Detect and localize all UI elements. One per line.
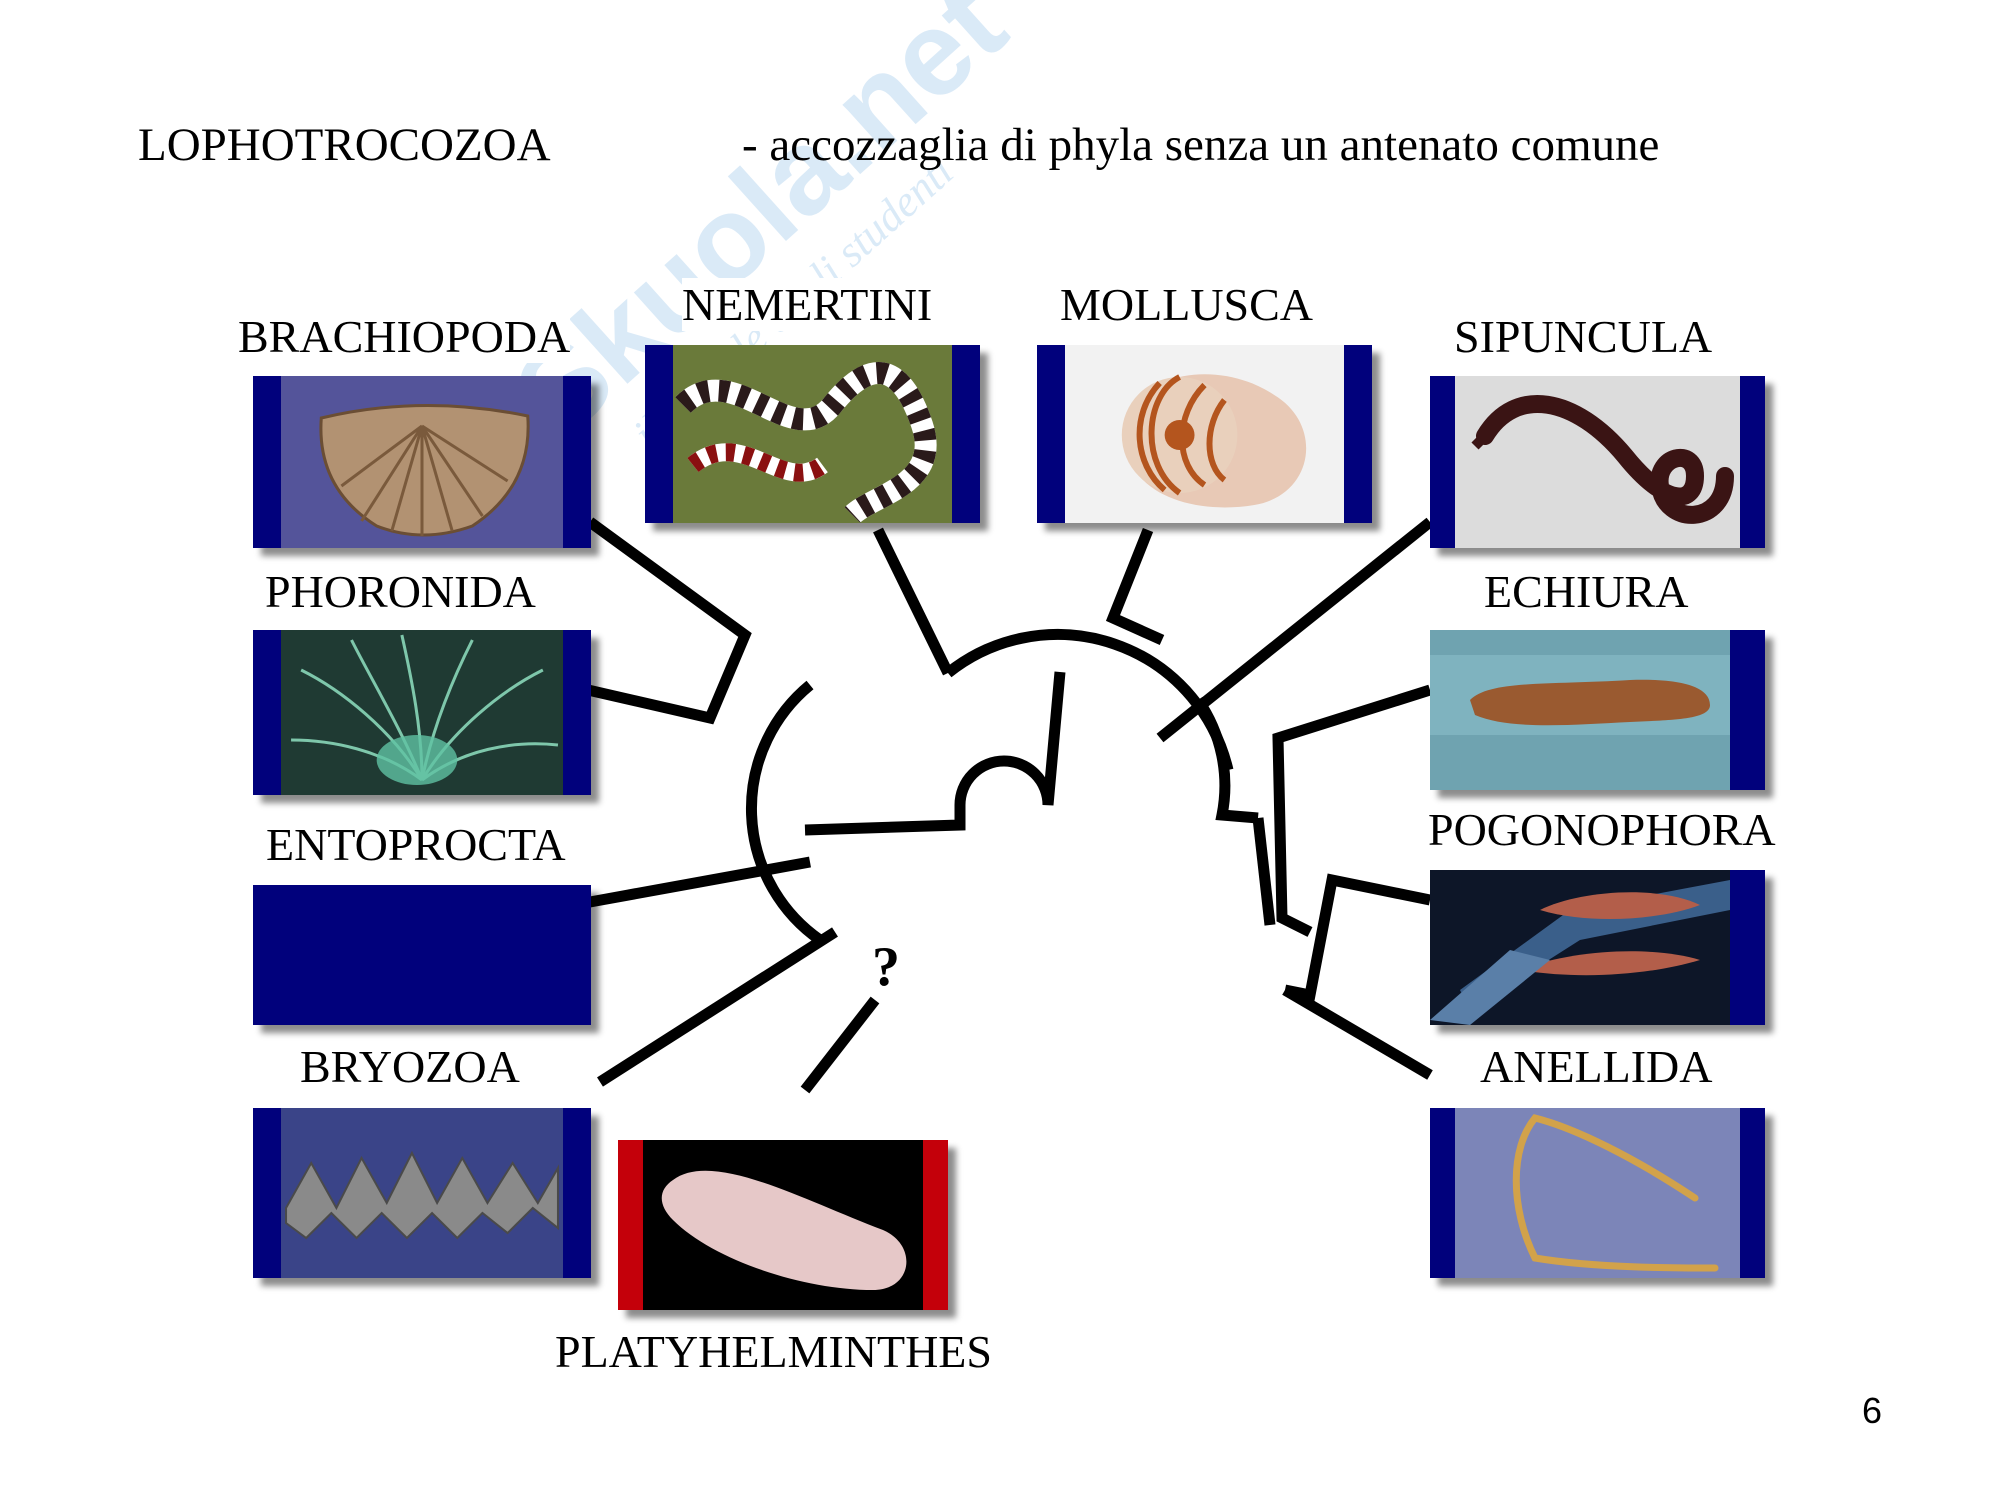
entoprocta-image xyxy=(253,885,591,1025)
nautilus-shell-icon xyxy=(1065,345,1344,523)
branch-right-node xyxy=(1193,696,1259,824)
echiura-image xyxy=(1430,630,1765,790)
branch-inner-arc xyxy=(954,671,1066,806)
page-subtitle: - accozzaglia di phyla senza un antenato… xyxy=(742,119,1660,171)
ribbon-worm-icon xyxy=(673,345,952,523)
label-entoprocta: ENTOPROCTA xyxy=(266,818,566,871)
brachiopod-shell-icon xyxy=(281,376,563,548)
label-phoronida: PHORONIDA xyxy=(265,565,536,618)
phoronid-tentacles-icon xyxy=(281,630,563,795)
label-bryozoa: BRYOZOA xyxy=(300,1040,520,1093)
branch-nemertini xyxy=(873,527,953,676)
nemertini-image xyxy=(645,345,980,523)
platyhelminthes-image xyxy=(618,1140,948,1310)
label-brachiopoda: BRACHIOPODA xyxy=(238,310,571,363)
bryozoan-colony-icon xyxy=(281,1108,563,1278)
spoon-worm-icon xyxy=(1430,630,1730,790)
branch-inner-left xyxy=(804,805,966,836)
branch-echiura xyxy=(1272,684,1432,937)
page-number: 6 xyxy=(1862,1390,1883,1431)
brachiopoda-image xyxy=(253,376,591,548)
label-sipuncula: SIPUNCULA xyxy=(1454,310,1713,363)
label-mollusca: MOLLUSCA xyxy=(1060,278,1314,331)
anellida-image xyxy=(1430,1108,1765,1278)
phoronida-image xyxy=(253,630,591,795)
branch-crown xyxy=(944,628,1234,772)
label-nemertini: NEMERTINI xyxy=(682,278,933,331)
tube-worm-icon xyxy=(1430,870,1730,1025)
page-title: LOPHOTROCOZOA xyxy=(138,119,551,171)
branch-mollusca xyxy=(1105,527,1165,646)
branch-entoprocta xyxy=(589,856,811,908)
branch-bryozoa xyxy=(597,927,838,1087)
label-pogonophora: POGONOPHORA xyxy=(1428,803,1776,856)
branch-pogonophora xyxy=(1283,873,1432,1002)
label-echiura: ECHIURA xyxy=(1484,565,1689,618)
branch-right-lower xyxy=(1252,817,1276,926)
branch-platyhelminthes xyxy=(800,996,880,1094)
mollusca-image xyxy=(1037,345,1372,523)
branch-left-node xyxy=(745,680,824,945)
branch-anellida xyxy=(1282,985,1433,1080)
label-anellida: ANELLIDA xyxy=(1480,1040,1713,1093)
sipuncula-image xyxy=(1430,376,1765,548)
peanut-worm-icon xyxy=(1455,376,1740,548)
branch-brachiopoda xyxy=(586,517,752,725)
pogonophora-image xyxy=(1430,870,1765,1025)
bryozoa-image xyxy=(253,1108,591,1278)
flatworm-icon xyxy=(643,1140,923,1310)
label-platyhelminthes: PLATYHELMINTHES xyxy=(555,1325,992,1378)
annelid-worm-icon xyxy=(1455,1108,1740,1278)
uncertain-mark: ? xyxy=(872,936,900,998)
